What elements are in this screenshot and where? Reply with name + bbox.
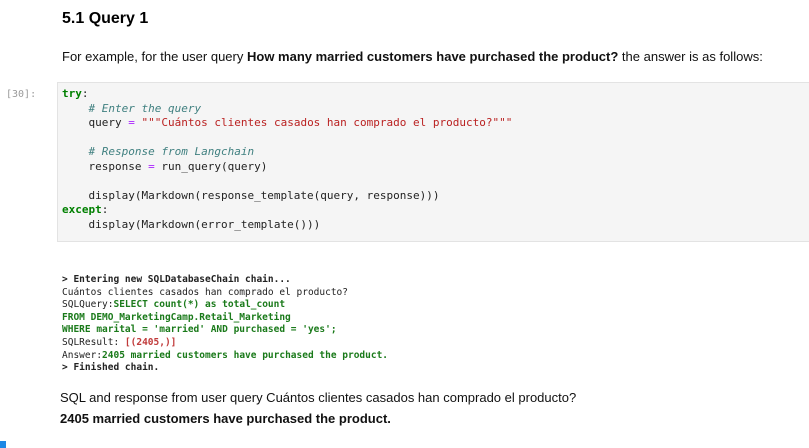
- run-query-call: run_query(query): [161, 159, 268, 173]
- result-description: SQL and response from user query Cuántos…: [60, 390, 577, 405]
- comment-enter-query: # Enter the query: [88, 101, 202, 115]
- active-cell-marker: [0, 441, 6, 448]
- output-answer-label: Answer:: [62, 349, 103, 361]
- output-sqlresult-value: [(2405,)]: [124, 336, 177, 348]
- chain-output: > Entering new SQLDatabaseChain chain...…: [62, 274, 388, 375]
- output-sql-select: SELECT count(*) as total_count: [113, 299, 286, 311]
- display-response-call: display(Markdown(response_template(query…: [88, 188, 440, 202]
- output-finished: > Finished chain.: [62, 362, 160, 374]
- cell-prompt: [30]:: [6, 89, 37, 100]
- output-sqlquery-label: SQLQuery:: [62, 299, 114, 311]
- query-variable: query: [88, 116, 122, 129]
- output-sqlresult-label: SQLResult:: [62, 336, 125, 348]
- query-string: """Cuántos clientes casados han comprado…: [141, 116, 513, 129]
- output-line-2: Cuántos clientes casados han comprado el…: [62, 286, 348, 298]
- comment-response: # Response from Langchain: [88, 145, 255, 158]
- section-heading: 5.1 Query 1: [62, 10, 149, 27]
- output-sql-where: WHERE marital = 'married' AND purchased …: [62, 324, 337, 336]
- output-line-1: > Entering new SQLDatabaseChain chain...: [62, 274, 291, 285]
- intro-prefix: For example, for the user query: [62, 49, 247, 64]
- intro-query: How many married customers have purchase…: [246, 49, 619, 64]
- display-error-call: display(Markdown(error_template())): [88, 217, 321, 231]
- response-variable: response: [88, 159, 142, 173]
- result-answer: 2405 married customers have purchased th…: [60, 411, 391, 426]
- output-answer-value: 2405 married customers have purchased th…: [102, 349, 389, 361]
- intro-suffix: the answer is as follows:: [618, 49, 763, 64]
- try-keyword: try: [62, 87, 82, 100]
- code-editor[interactable]: try: # Enter the query query = """Cuánto…: [62, 87, 513, 231]
- intro-paragraph: For example, for the user query How many…: [62, 49, 763, 64]
- except-keyword: except: [62, 203, 102, 216]
- output-sql-from: FROM DEMO_MarketingCamp.Retail_Marketing: [62, 311, 291, 323]
- code-cell[interactable]: [57, 82, 809, 242]
